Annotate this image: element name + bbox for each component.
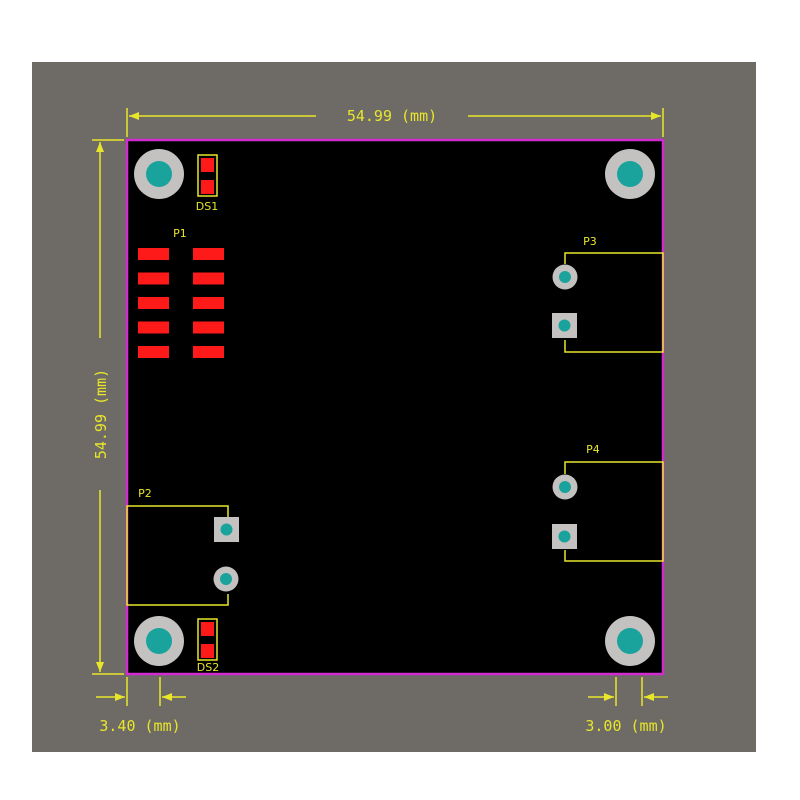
mounting-hole-top-left xyxy=(134,149,184,199)
dimension-arrows xyxy=(96,112,661,701)
width-dimension-label: 54.99 (mm) xyxy=(347,107,437,125)
p1-designator: P1 xyxy=(173,227,187,240)
mounting-hole-top-right xyxy=(605,149,655,199)
ds2-silkscreen-outline xyxy=(197,618,218,661)
left-offset-arrow-a xyxy=(115,693,125,701)
mounting-hole-drill xyxy=(146,628,172,654)
left-offset-arrow-b xyxy=(162,693,172,701)
ds1-pad-1 xyxy=(201,158,214,172)
p3-silkscreen-outline xyxy=(564,252,664,353)
p1-pad-5 xyxy=(138,297,169,309)
component-p2: P2 xyxy=(126,487,239,606)
left-offset-label: 3.40 (mm) xyxy=(99,717,180,735)
right-offset-arrow-a xyxy=(604,693,614,701)
right-offset-arrow-b xyxy=(644,693,654,701)
height-arrow-bottom xyxy=(96,662,104,672)
p3-pad-1-drill xyxy=(558,319,571,332)
component-p3: P3 xyxy=(552,235,664,353)
component-ds2: DS2 xyxy=(197,618,219,674)
component-p1: P1 xyxy=(138,227,224,358)
mounting-hole-drill xyxy=(617,628,643,654)
p1-pad-7 xyxy=(138,321,169,334)
width-arrow-left xyxy=(129,112,139,120)
height-dimension-label: 54.99 (mm) xyxy=(92,369,110,459)
p4-designator: P4 xyxy=(586,443,600,456)
p1-pad-4 xyxy=(193,272,224,285)
ds2-designator: DS2 xyxy=(197,661,219,674)
ds1-silkscreen-outline xyxy=(197,154,218,197)
mounting-hole-drill xyxy=(617,161,643,187)
p2-pad-1-drill xyxy=(220,523,233,536)
p1-pad-8 xyxy=(193,321,224,334)
p4-silkscreen-outline xyxy=(564,461,664,562)
p1-pad-6 xyxy=(193,297,224,309)
p2-silkscreen-outline xyxy=(126,505,229,606)
width-arrow-right xyxy=(651,112,661,120)
p1-pad-array xyxy=(138,248,224,358)
p4-pad-2-drill xyxy=(559,481,571,493)
p1-pad-9 xyxy=(138,346,169,358)
ds1-designator: DS1 xyxy=(196,200,218,213)
component-p4: P4 xyxy=(552,443,664,562)
mounting-hole-bottom-right xyxy=(605,616,655,666)
mounting-hole-drill xyxy=(146,161,172,187)
p1-pad-10 xyxy=(193,346,224,358)
right-offset-label: 3.00 (mm) xyxy=(585,717,666,735)
p1-pad-2 xyxy=(193,248,224,260)
p3-designator: P3 xyxy=(583,235,597,248)
height-arrow-top xyxy=(96,142,104,152)
p1-pad-3 xyxy=(138,272,169,285)
p1-pad-1 xyxy=(138,248,169,260)
p2-designator: P2 xyxy=(138,487,152,500)
p4-pad-1-drill xyxy=(558,530,571,543)
component-ds1: DS1 xyxy=(196,154,218,213)
p2-pad-2-drill xyxy=(220,573,232,585)
p3-pad-2-drill xyxy=(559,271,571,283)
ds1-pad-2 xyxy=(201,180,214,194)
ds2-pad-2 xyxy=(201,644,214,658)
ds2-pad-1 xyxy=(201,622,214,636)
pcb-board-outline xyxy=(125,138,665,676)
mounting-hole-bottom-left xyxy=(134,616,184,666)
